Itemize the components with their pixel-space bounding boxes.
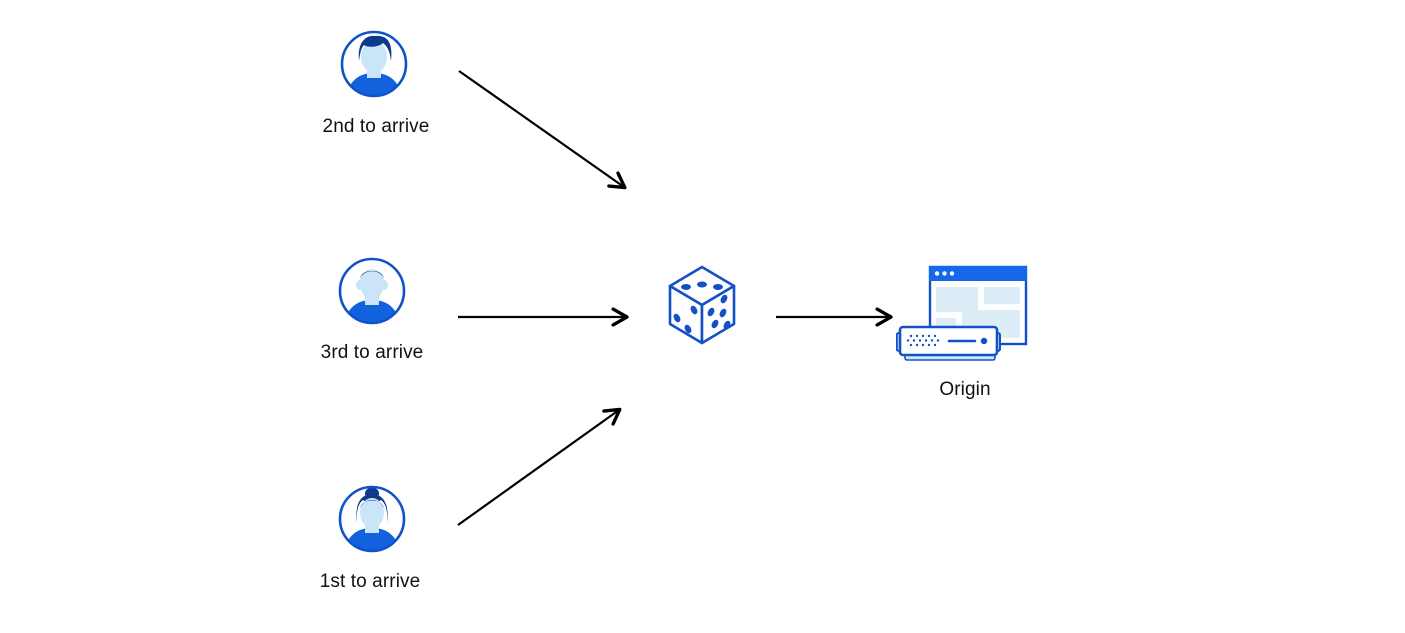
user-label-1st: 1st to arrive	[319, 571, 421, 592]
avatar-man-wavy-hair-icon	[338, 28, 410, 100]
avatar-man-short-hair-icon	[336, 255, 408, 327]
avatar-woman-bun-icon	[336, 483, 408, 555]
user-label-2nd: 2nd to arrive	[322, 116, 430, 137]
user-label-3rd: 3rd to arrive	[320, 342, 424, 363]
dice-icon	[664, 263, 740, 349]
arrow-user1-to-dice	[457, 407, 622, 526]
origin-label: Origin	[939, 379, 991, 400]
origin-server-browser-icon	[895, 264, 1030, 364]
arrow-user2-to-dice	[458, 70, 627, 190]
